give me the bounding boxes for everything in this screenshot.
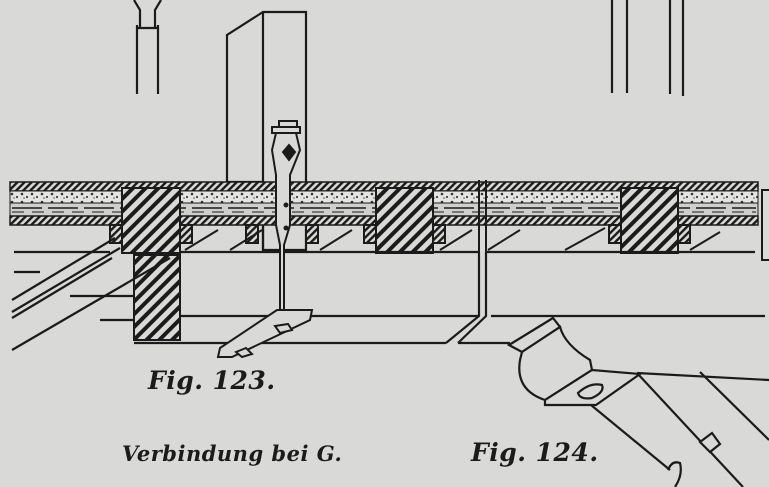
figure-124-caption: Fig. 124. xyxy=(471,438,599,467)
diagonal-boards xyxy=(184,227,721,251)
floor-seam xyxy=(478,180,487,252)
upper-post-left xyxy=(133,0,162,94)
joists xyxy=(109,187,691,341)
upper-posts-right xyxy=(610,0,685,96)
iron-strap xyxy=(216,120,314,359)
rafters-left xyxy=(11,237,171,351)
right-edge-frame xyxy=(761,189,769,261)
main-beam xyxy=(134,250,765,345)
figure-123-caption: Fig. 123. xyxy=(148,366,276,395)
connection-subtitle: Verbindung bei G. xyxy=(122,441,343,466)
bracket-strut xyxy=(506,316,769,487)
